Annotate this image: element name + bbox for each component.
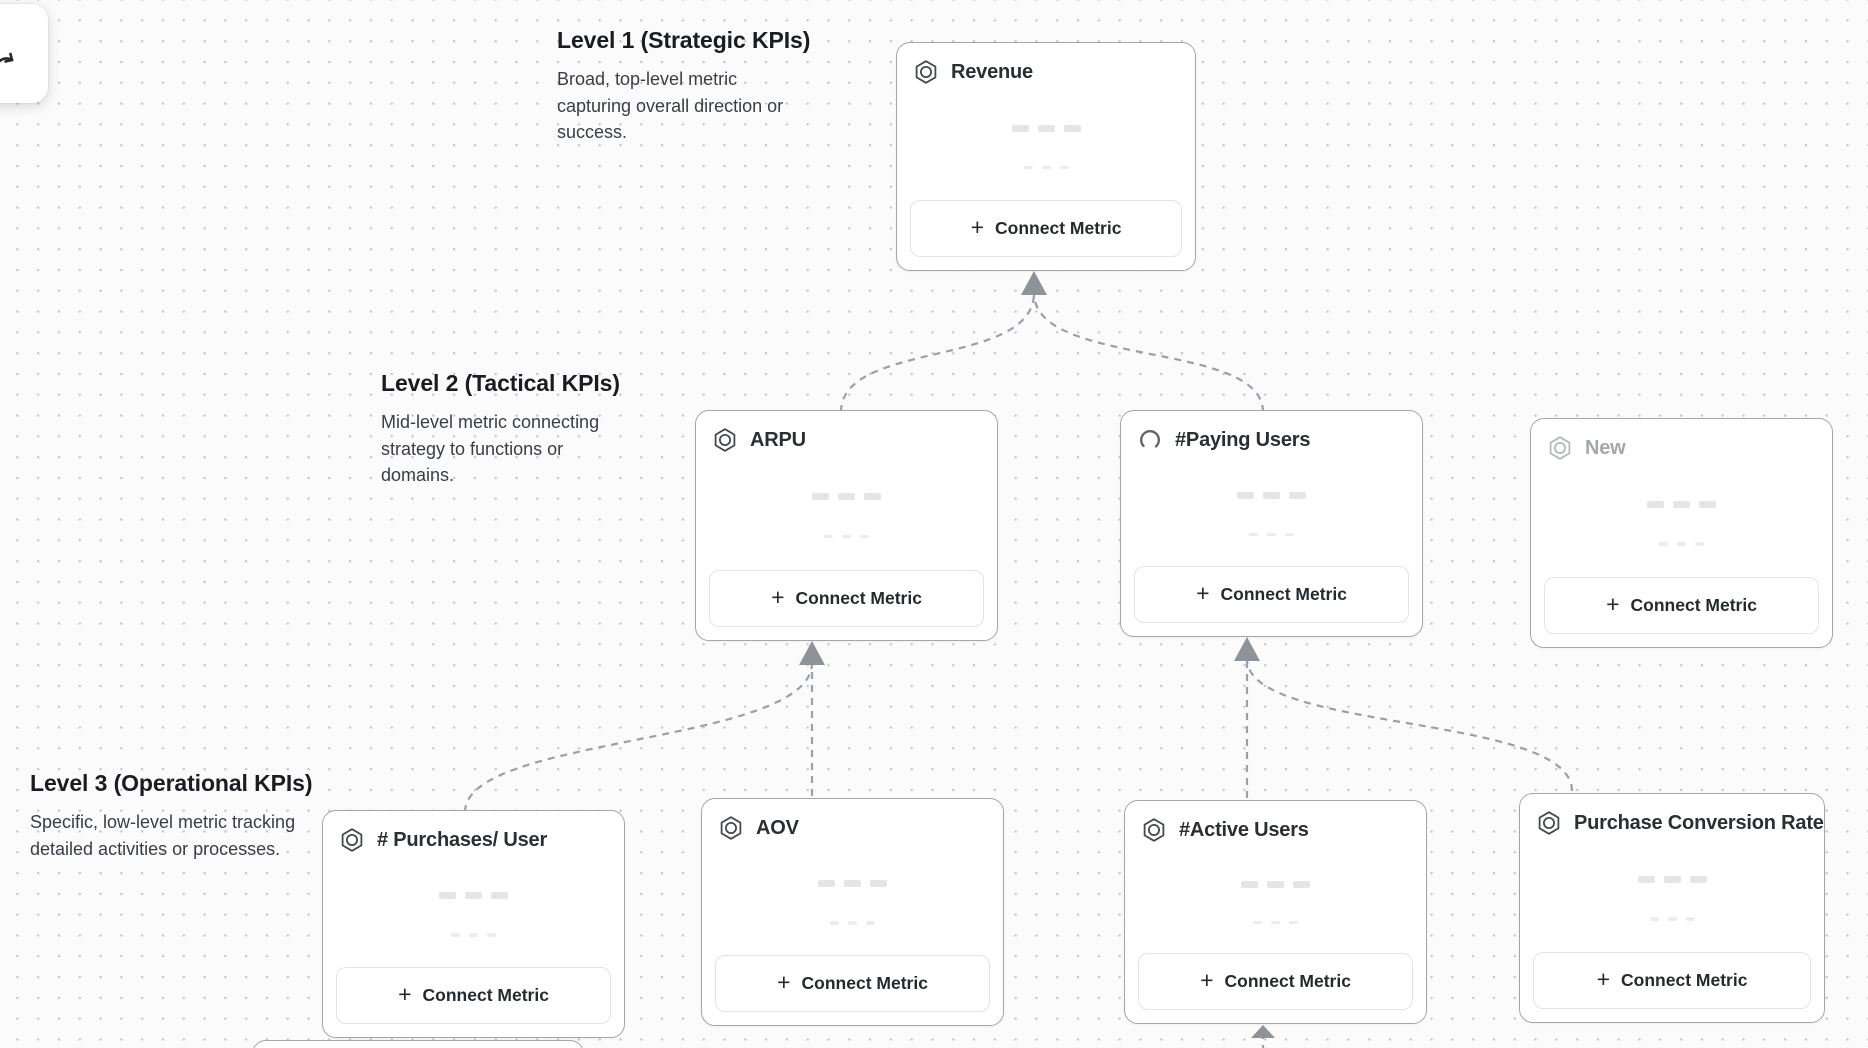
kpi-card-purchase-conversion-rate[interactable]: Purchase Conversion Rate + Connect Metri… [1519, 793, 1825, 1023]
connect-metric-button[interactable]: + Connect Metric [1134, 566, 1409, 623]
plus-icon: + [1606, 590, 1620, 617]
metric-value-placeholder [1125, 880, 1426, 888]
loading-spinner-icon [1137, 427, 1163, 453]
kpi-card-partial-bottom[interactable] [252, 1040, 584, 1048]
tool-button[interactable] [0, 4, 48, 103]
plus-icon: + [1200, 966, 1214, 993]
connector-pcr-to-paying-users [1245, 658, 1574, 792]
connect-metric-label: Connect Metric [422, 985, 549, 1005]
metric-subvalue-placeholder [1125, 920, 1426, 925]
metric-subvalue-placeholder [897, 165, 1195, 170]
connector-purchases-to-arpu [463, 662, 814, 813]
card-header: # Purchases/ User [339, 827, 547, 853]
metric-hexagon-icon [718, 815, 744, 841]
kpi-card-new[interactable]: New + Connect Metric [1530, 418, 1833, 648]
connect-metric-button[interactable]: + Connect Metric [715, 955, 990, 1012]
connect-metric-button[interactable]: + Connect Metric [336, 967, 611, 1024]
connect-metric-label: Connect Metric [1220, 584, 1347, 604]
metric-hexagon-icon [1536, 810, 1562, 836]
metric-subvalue-placeholder [696, 534, 997, 539]
card-title: #Active Users [1179, 818, 1309, 841]
metric-value-placeholder [1531, 501, 1832, 509]
connect-metric-label: Connect Metric [801, 973, 928, 993]
card-header: #Paying Users [1137, 427, 1310, 453]
level-1-label: Level 1 (Strategic KPIs) Broad, top-leve… [557, 27, 815, 146]
connect-metric-button[interactable]: + Connect Metric [1138, 953, 1413, 1010]
level-1-description: Broad, top-level metric capturing overal… [557, 69, 784, 143]
plus-icon: + [777, 968, 791, 995]
card-header: AOV [718, 815, 799, 841]
connect-metric-label: Connect Metric [795, 588, 922, 608]
metric-subvalue-placeholder [1121, 532, 1422, 536]
connect-metric-button[interactable]: + Connect Metric [1533, 952, 1811, 1009]
connect-metric-button[interactable]: + Connect Metric [910, 200, 1182, 257]
kpi-card-active-users[interactable]: #Active Users + Connect Metric [1124, 800, 1427, 1024]
level-3-label: Level 3 (Operational KPIs) Specific, low… [30, 770, 313, 862]
level-1-title: Level 1 (Strategic KPIs) [557, 27, 811, 53]
card-header: ARPU [712, 427, 806, 453]
metric-hexagon-icon [339, 827, 365, 853]
level-2-description: Mid-level metric connecting strategy to … [381, 412, 600, 486]
kpi-card-revenue[interactable]: Revenue + Connect Metric [896, 42, 1196, 271]
card-title: New [1585, 436, 1626, 459]
metric-hexagon-icon [1547, 435, 1573, 461]
metric-value-placeholder [323, 892, 624, 900]
card-header: Revenue [913, 59, 1033, 85]
arrowhead-into-arpu [799, 641, 825, 665]
plus-icon: + [1596, 965, 1611, 992]
card-header: New [1547, 435, 1626, 461]
metric-hexagon-icon [1141, 817, 1167, 843]
kpi-card-arpu[interactable]: ARPU + Connect Metric [695, 410, 998, 641]
kpi-card-paying-users[interactable]: #Paying Users + Connect Metric [1120, 410, 1423, 637]
metric-subvalue-placeholder [323, 933, 624, 937]
metric-hexagon-icon [712, 427, 738, 453]
level-3-description: Specific, low-level metric tracking deta… [30, 812, 296, 859]
connect-metric-button[interactable]: + Connect Metric [709, 570, 984, 627]
card-title: ARPU [750, 428, 806, 451]
connect-metric-label: Connect Metric [1224, 971, 1351, 991]
arrowhead-into-revenue [1021, 271, 1047, 295]
arrowhead-into-active-users [1251, 1025, 1275, 1038]
plus-icon: + [970, 213, 985, 240]
plus-icon: + [1196, 579, 1210, 606]
card-header: #Active Users [1141, 817, 1309, 843]
metric-subvalue-placeholder [702, 921, 1003, 925]
card-title: #Paying Users [1175, 428, 1311, 451]
metric-value-placeholder [702, 880, 1003, 888]
level-2-title: Level 2 (Tactical KPIs) [381, 370, 620, 396]
connect-metric-label: Connect Metric [995, 218, 1122, 238]
card-title: Purchase Conversion Rate [1574, 811, 1824, 834]
arrowhead-into-paying-users [1234, 637, 1260, 661]
metric-value-placeholder [1121, 492, 1422, 499]
card-title: AOV [756, 816, 799, 839]
metric-value-placeholder [696, 493, 997, 501]
metric-value-placeholder [1520, 876, 1824, 884]
plus-icon: + [771, 583, 785, 610]
card-title: Revenue [951, 60, 1033, 83]
kpi-card-purchases-per-user[interactable]: # Purchases/ User + Connect Metric [322, 810, 625, 1038]
metric-subvalue-placeholder [1531, 542, 1832, 546]
metric-hexagon-icon [913, 59, 939, 85]
card-title: # Purchases/ User [377, 828, 548, 851]
card-header: Purchase Conversion Rate [1536, 810, 1824, 836]
connect-metric-label: Connect Metric [1621, 970, 1748, 990]
metric-value-placeholder [897, 124, 1195, 132]
level-2-label: Level 2 (Tactical KPIs) Mid-level metric… [381, 370, 631, 489]
connector-arpu-to-revenue [839, 292, 1036, 413]
connect-metric-label: Connect Metric [1630, 595, 1757, 615]
connector-paying-users-to-revenue [1032, 292, 1265, 413]
kpi-card-aov[interactable]: AOV + Connect Metric [701, 798, 1004, 1026]
metric-subvalue-placeholder [1520, 917, 1824, 921]
connect-metric-button[interactable]: + Connect Metric [1544, 577, 1819, 634]
plus-icon: + [398, 980, 412, 1007]
level-3-title: Level 3 (Operational KPIs) [30, 770, 313, 796]
